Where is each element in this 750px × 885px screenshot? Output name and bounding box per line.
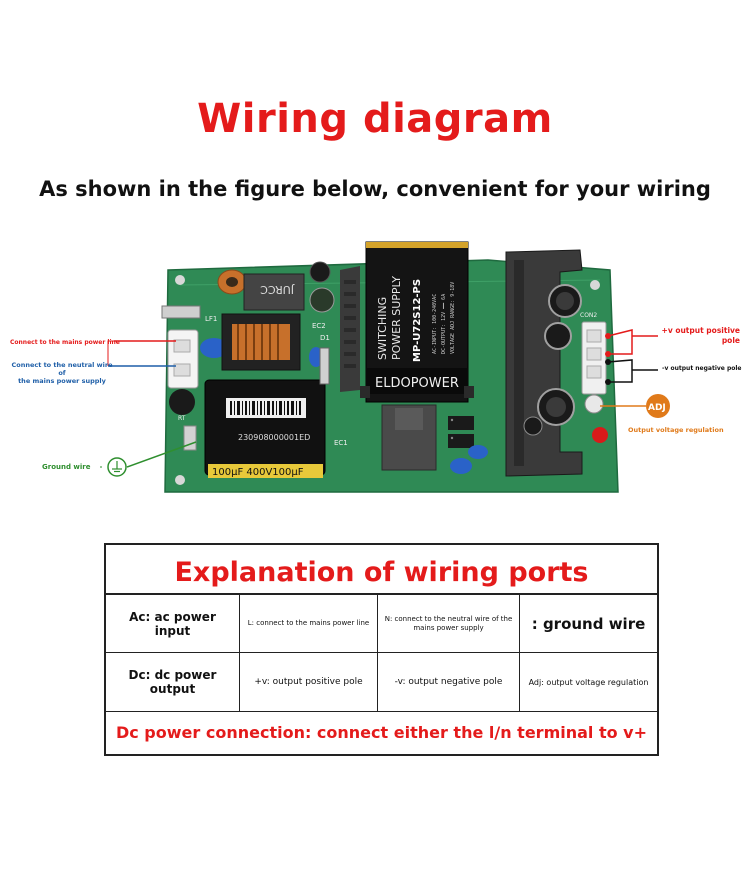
table-cell-positive: +v: output positive pole [240,653,378,712]
adj-label: Output voltage regulation [628,426,724,434]
table-cell-adj: Adj: output voltage regulation [520,653,657,712]
ec1-text: EC1 [334,439,348,447]
table-cell-ac: Ac: ac power input [106,595,240,653]
module-spec-3: VOLTAGE ADJ RANGE: 9-18V [450,282,456,354]
rt-text: RT [178,415,186,422]
electrolytic-cap-ec2 [309,261,331,283]
table-header: Explanation of wiring ports [106,545,657,595]
module-spec-1: AC-INPUT: 100-240VAC [432,294,438,354]
wiring-ports-table: Explanation of wiring ports Ac: ac power… [104,543,659,756]
lf1-text: LF1 [205,315,217,323]
optocoupler-1 [448,416,474,430]
positive-pole-label-2: pole [721,336,740,345]
table-cell-n: N: connect to the neutral wire of the ma… [378,595,520,653]
table-cell-ground: : ground wire [520,595,657,653]
jurcc-text: JURCC [260,283,295,296]
module-line-2: POWER SUPPLY [390,276,403,360]
adj-badge [646,394,670,418]
page-subtitle: As shown in the figure below, convenient… [39,177,711,201]
table-cell-dc: Dc: dc power output [106,653,240,712]
d1-text: D1 [320,334,330,342]
neutral-line-label-2: the mains power supply [18,377,106,385]
negative-pole-label: -v output negative pole [662,365,742,372]
table-footer: Dc power connection: connect either the … [115,723,648,742]
positive-pole-label: +v output positive pole [660,326,740,346]
ec2-text: EC2 [312,322,326,330]
output-heatsink [505,249,583,477]
power-board-diagram: JURCC LF1 230908000001ED 100μF 400V100μF… [100,241,670,493]
input-connector [167,329,199,389]
serial-text: 230908000001ED [238,433,310,442]
module-line-1: SWITCHING [376,297,389,360]
mains-line-label: Connect to the mains power line [10,339,120,346]
con2-text: CON2 [580,312,597,319]
negative-output-wire [607,359,633,383]
module-spec-2: DC-OUTPUT: 12V ━━ 6A [441,294,447,354]
positive-output-wire [607,329,633,355]
capacitor-rating-text: 100μF 400V100μF [212,467,304,478]
table-cell-l: L: connect to the mains power line [240,595,378,653]
neutral-line-label: Connect to the neutral wire of the mains… [8,361,116,385]
module-brand: ELDOPOWER [375,376,459,391]
adj-badge-text: ADJ [648,403,666,413]
y-capacitor-1 [200,338,228,358]
table-cell-negative: -v: output negative pole [378,653,520,712]
ground-wire-label: Ground wire [42,463,91,471]
positive-pole-label-1: +v output positive [661,326,740,335]
page-title: Wiring diagram [197,96,553,142]
common-mode-choke [243,273,305,311]
neutral-line-label-1: Connect to the neutral wire of [11,361,113,377]
adj-potentiometer [584,394,604,414]
output-cap-2 [544,322,572,350]
bulk-capacitor [204,379,326,476]
module-model: MP-U72S12-PS [412,279,423,362]
